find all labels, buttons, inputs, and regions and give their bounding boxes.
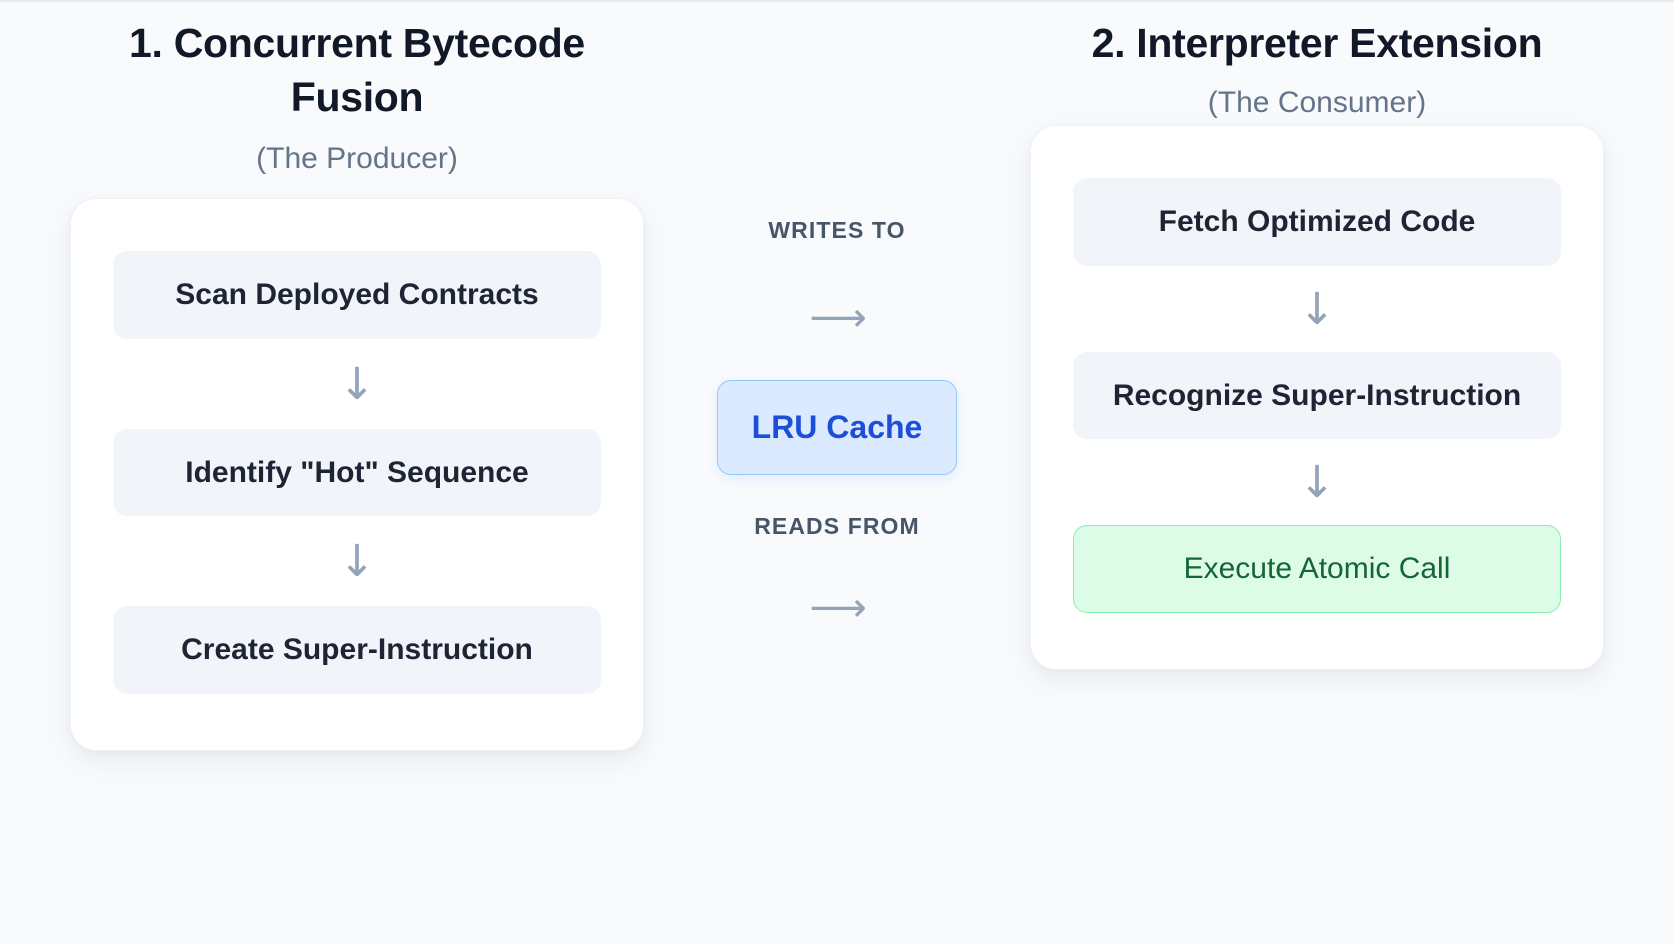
cache-connector-column: WRITES TO ⟶ LRU Cache READS FROM ⟶ bbox=[677, 2, 997, 944]
consumer-step-1[interactable]: Fetch Optimized Code bbox=[1073, 178, 1561, 266]
producer-column: 1. Concurrent Bytecode Fusion (The Produ… bbox=[37, 2, 677, 944]
producer-step-2[interactable]: Identify "Hot" Sequence bbox=[113, 428, 601, 517]
writes-to-label: WRITES TO bbox=[768, 217, 906, 243]
producer-step-3[interactable]: Create Super-Instruction bbox=[113, 606, 601, 694]
arrow-down-icon: ↓ bbox=[1298, 457, 1336, 509]
arrow-down-icon: ↓ bbox=[338, 358, 376, 410]
consumer-header: 2. Interpreter Extension (The Consumer) bbox=[997, 2, 1637, 125]
consumer-subtitle: (The Consumer) bbox=[1207, 86, 1427, 120]
consumer-step-3-execute[interactable]: Execute Atomic Call bbox=[1073, 525, 1561, 613]
arrow-down-icon: ↓ bbox=[338, 536, 376, 588]
arrow-down-icon: ↓ bbox=[1298, 283, 1336, 335]
lru-cache-box[interactable]: LRU Cache bbox=[716, 380, 958, 475]
producer-header: 1. Concurrent Bytecode Fusion (The Produ… bbox=[37, 2, 677, 181]
arrow-right-icon: ⟶ bbox=[809, 295, 866, 341]
consumer-step-2[interactable]: Recognize Super-Instruction bbox=[1073, 351, 1561, 440]
consumer-column: 2. Interpreter Extension (The Consumer) … bbox=[997, 2, 1637, 944]
cache-connector: WRITES TO ⟶ LRU Cache READS FROM ⟶ bbox=[677, 2, 997, 628]
consumer-flow-card: Fetch Optimized Code ↓ Recognize Super-I… bbox=[1030, 125, 1604, 670]
producer-flow-card: Scan Deployed Contracts ↓ Identify "Hot"… bbox=[70, 198, 644, 751]
producer-subtitle: (The Producer) bbox=[256, 142, 458, 176]
arrow-right-icon: ⟶ bbox=[809, 585, 866, 631]
producer-step-1[interactable]: Scan Deployed Contracts bbox=[113, 251, 601, 339]
producer-title: 1. Concurrent Bytecode Fusion bbox=[129, 20, 585, 121]
reads-from-label: READS FROM bbox=[754, 513, 920, 539]
consumer-title: 2. Interpreter Extension bbox=[1091, 20, 1543, 66]
